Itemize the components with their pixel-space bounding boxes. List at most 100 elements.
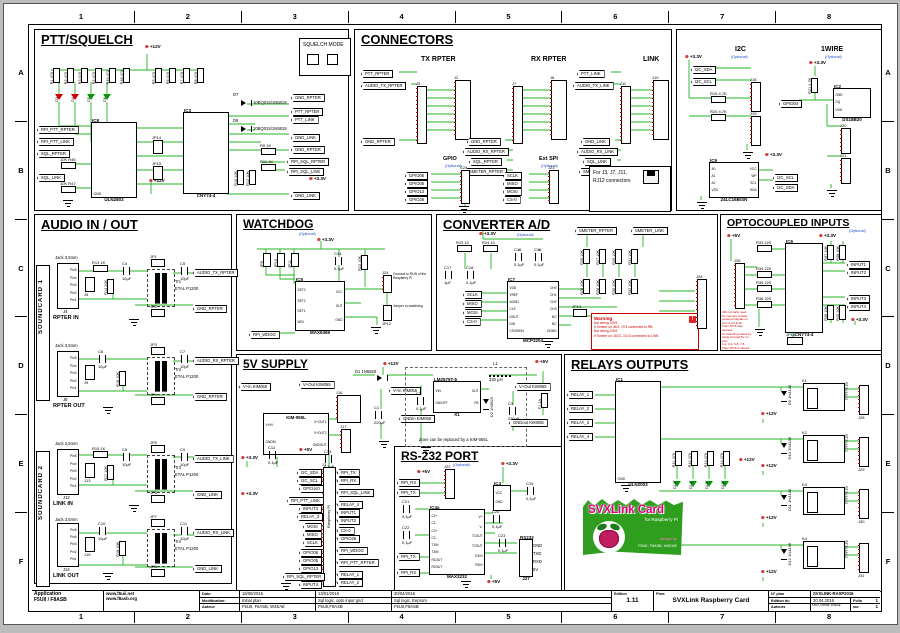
label: R23 10 — [456, 240, 469, 245]
soundcard-bracket — [36, 451, 50, 587]
net-label: INPUT4 — [299, 581, 322, 589]
label: RT314A12 — [844, 382, 848, 401]
label: R32 10K — [628, 280, 632, 295]
logo-title: SVXLink Card — [588, 504, 665, 516]
label: 0,1µF — [334, 266, 345, 271]
label: J27 — [522, 576, 530, 581]
label: JP14 — [152, 135, 162, 140]
ruler-col: 3 — [240, 611, 348, 623]
net-label: MOSI — [303, 523, 322, 531]
label: J31 — [858, 573, 865, 578]
resistor: R32 10K — [628, 279, 638, 295]
nplan-value: SVXLINK-RASP2016 — [811, 591, 880, 598]
label: X1 — [454, 412, 460, 417]
label: RT314A12 — [844, 486, 848, 505]
label: JP11 — [288, 259, 292, 268]
label: R35 220 — [756, 280, 772, 285]
resistor: R36 220 — [756, 296, 772, 308]
label: F1 2A — [538, 398, 542, 409]
power-flag: +12V — [761, 515, 777, 521]
power-flag: +3.3V — [501, 461, 518, 467]
label: IC6 — [786, 239, 794, 244]
ground-symbol — [281, 583, 291, 590]
label: J25 — [696, 274, 703, 279]
net-label: GPIO04 — [779, 100, 803, 108]
label: R43 470 — [704, 452, 708, 467]
label: C19 — [526, 481, 534, 486]
resistor: 10K R47 — [60, 181, 76, 193]
net-label: GNDout KIM055 — [509, 419, 548, 427]
diode — [241, 126, 252, 132]
power-flag: +5V — [299, 447, 312, 453]
component-ref: D7 — [233, 92, 239, 97]
resistor: R45 470 — [106, 68, 116, 84]
component-ref: 5V — [533, 567, 539, 572]
label: 1µF — [444, 280, 451, 285]
label: 0,1µF — [416, 406, 427, 411]
label: R11 1K — [260, 159, 274, 164]
ic-box: Pin5 Pin4 Pin3 Pin2 Pin1 — [57, 263, 79, 309]
ruler-row: D — [15, 316, 27, 414]
inductor — [489, 371, 511, 377]
net-label: RPI_SQL_LINK — [337, 489, 375, 497]
net-label: GPIO13 — [299, 565, 323, 573]
label: 10K R47 — [60, 181, 76, 186]
connector: J28 — [857, 385, 869, 420]
jumper: JP11 — [288, 253, 299, 268]
label: J19 — [750, 111, 757, 116]
date-label: Date: — [200, 591, 240, 598]
label: R2 470 — [64, 71, 68, 84]
label: D16 — [721, 482, 725, 489]
component-ref: Jack 3,5mm — [55, 343, 78, 348]
connector: J31 — [857, 543, 869, 578]
resistor: R12 10K — [246, 170, 256, 186]
resistor: R7 470 — [180, 68, 190, 84]
net-label: CS-0 — [337, 527, 355, 535]
net-label: I2C_SCL — [297, 477, 322, 485]
label: JP10 — [274, 259, 278, 268]
label: R17 10K — [104, 466, 108, 481]
resistor: R30 10K — [612, 279, 622, 295]
label: J3 — [416, 81, 421, 86]
net-label: GPCLK0 — [299, 485, 324, 493]
label: J15 — [84, 552, 91, 557]
plan-cell: Plan: SVXLink Raspberry Card — [654, 591, 769, 611]
label: R45 470 — [106, 69, 110, 84]
net-label: CS-0 — [503, 196, 521, 204]
label: 0,1µF — [402, 514, 413, 519]
resistor: R21 4,7K — [808, 78, 818, 94]
jumper: JP7 — [150, 514, 165, 527]
label: JP4 — [150, 392, 157, 397]
resistor: R27 10K — [596, 249, 606, 265]
section-rs232-port: RS-232 PORT (Optional)+5VJ22RPI_RXRPI_TX… — [394, 446, 562, 592]
connector: J17 — [339, 424, 351, 453]
ruler-row: B — [15, 120, 27, 219]
net-label: INPUT3 — [847, 295, 870, 303]
section-title: CONVERTER A/D — [443, 217, 551, 232]
component-ref: L1 — [493, 361, 498, 366]
capacitor: C17 1µF — [444, 265, 452, 285]
net-label: MOSI — [463, 309, 482, 317]
label: IC9 — [710, 158, 718, 163]
resistor: R18 10K — [116, 541, 126, 557]
diode — [781, 443, 787, 454]
net-label: RPI_SQL_RPTER — [283, 573, 326, 581]
ground-symbol — [103, 407, 113, 414]
ruler-col: 2 — [133, 611, 241, 623]
label: RT314A12 — [844, 434, 848, 453]
label: C3 — [508, 401, 514, 406]
component-ref: Jack 3,5mm — [55, 517, 78, 522]
net-label: I2C_SDA — [297, 469, 323, 477]
section-title: PTT/SQUELCH — [41, 32, 133, 47]
ruler-col: 6 — [561, 611, 668, 623]
label: R44 470 — [720, 452, 724, 467]
label: 10µF — [180, 462, 190, 467]
section-title: WATCHDOG — [243, 217, 314, 231]
label: JP3 — [150, 342, 157, 347]
label: C17 — [444, 265, 452, 270]
